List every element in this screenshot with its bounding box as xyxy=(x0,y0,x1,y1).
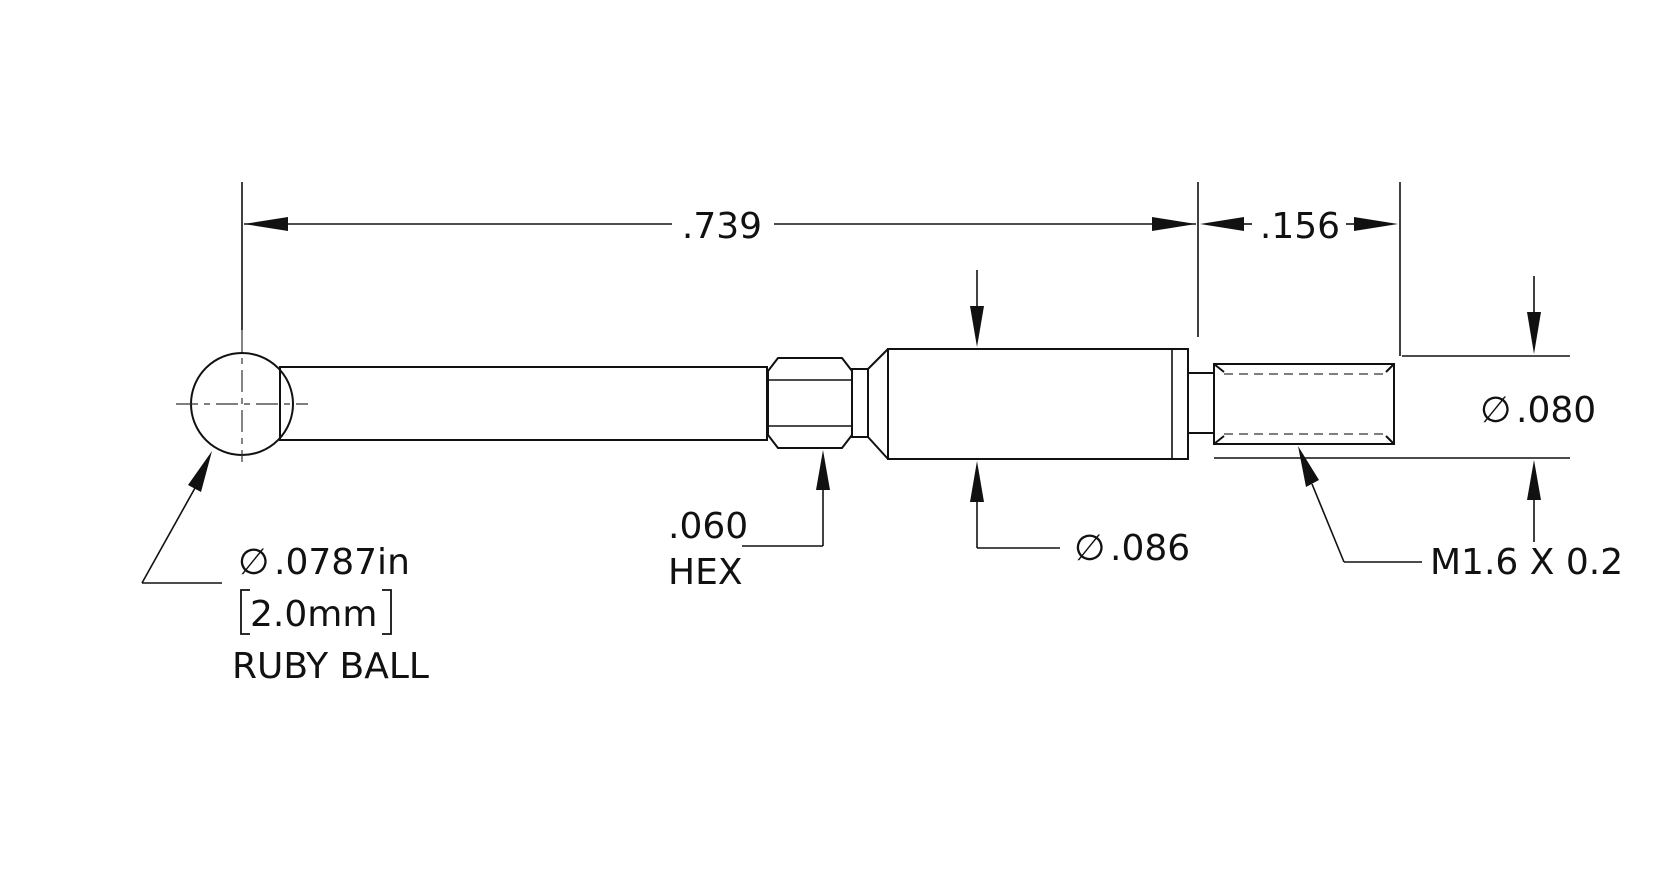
dimension-hex: .060 HEX xyxy=(668,450,830,593)
thread-chamfer-right-bottom xyxy=(1385,435,1395,445)
taper-top xyxy=(867,348,889,370)
ball-diameter-in-text: .0787in xyxy=(274,542,410,583)
thread-chamfer-right-top xyxy=(1385,363,1395,373)
thread-section xyxy=(1213,363,1395,445)
ball-diameter-symbol: ∅ xyxy=(238,542,269,583)
dimension-thread-length: .156 xyxy=(1200,206,1398,247)
thread-relief xyxy=(1187,372,1215,434)
stylus-shaft xyxy=(279,366,768,441)
extension-lines xyxy=(241,182,1570,459)
dim-hex-size-text: .060 xyxy=(668,506,748,547)
dim-thread-length-text: .156 xyxy=(1260,206,1340,247)
dim-body-diameter-text: .086 xyxy=(1110,528,1190,569)
hex-neck xyxy=(851,368,869,438)
dim-hex-label-text: HEX xyxy=(668,552,742,593)
thread-chamfer-left-top xyxy=(1213,363,1225,373)
ball-label-text: RUBY BALL xyxy=(232,646,429,687)
main-body xyxy=(887,348,1189,460)
dim-body-diameter-symbol: ∅ xyxy=(1074,528,1105,569)
stylus-part xyxy=(176,330,1395,462)
dim-thread-diameter-symbol: ∅ xyxy=(1480,390,1511,431)
dim-overall-length-text: .739 xyxy=(682,206,762,247)
dimension-body-diameter: ∅ .086 xyxy=(970,270,1190,569)
ruby-ball-callout: ∅ .0787in 2.0mm RUBY BALL xyxy=(141,451,429,687)
thread-spec-text: M1.6 X 0.2 xyxy=(1430,542,1623,583)
ball-mm-bracket-left xyxy=(240,589,250,635)
dimension-overall-length: .739 xyxy=(244,206,1196,247)
dimension-thread-diameter: ∅ .080 xyxy=(1480,276,1596,542)
taper-bottom xyxy=(867,436,889,460)
thread-chamfer-left-bottom xyxy=(1213,435,1225,445)
hex-section xyxy=(767,357,853,449)
ball-diameter-mm-text: 2.0mm xyxy=(250,594,377,635)
thread-spec-callout: M1.6 X 0.2 xyxy=(1298,446,1623,583)
dim-thread-diameter-text: .080 xyxy=(1516,390,1596,431)
ball-mm-bracket-right xyxy=(382,589,392,635)
